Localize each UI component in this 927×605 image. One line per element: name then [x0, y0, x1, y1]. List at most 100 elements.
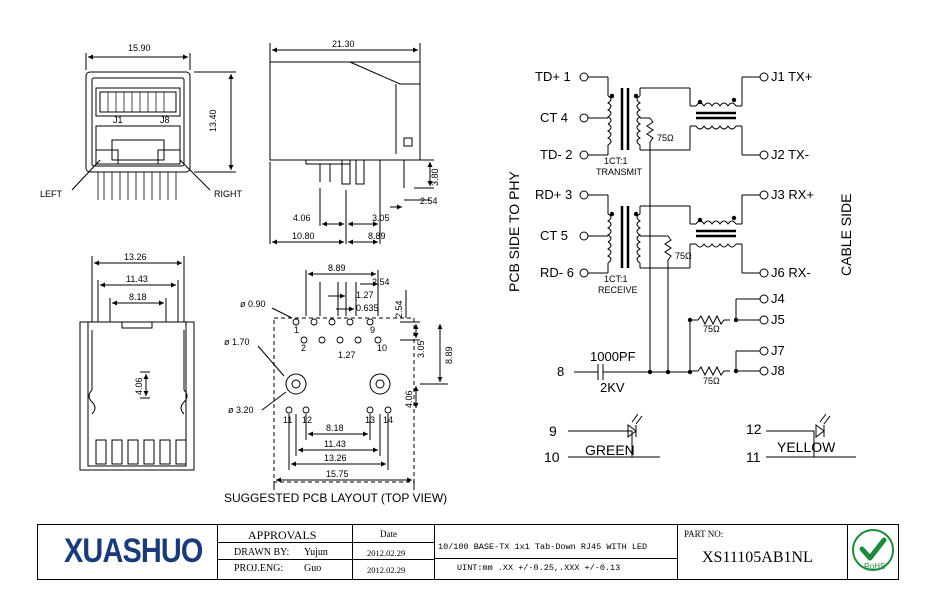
pcb-d-top-label: 8.89: [328, 263, 346, 273]
pcb-d0635-label: 0.635: [356, 303, 379, 313]
sch-td-plus: TD+ 1: [535, 69, 571, 84]
pcb-pin-10: 10: [377, 343, 387, 353]
sch-tx-name: TRANSMIT: [596, 167, 643, 177]
sch-td-minus: TD- 2: [540, 147, 573, 162]
sch-green-pin-b: 10: [544, 449, 560, 465]
date-header: Date: [380, 529, 397, 539]
proj-eng-name: Guo: [304, 563, 322, 574]
proj-date: 2012.02.29: [367, 565, 406, 575]
sch-j1: J1 TX+: [771, 69, 812, 84]
proj-eng-label: PROJ.ENG:: [234, 563, 284, 574]
sch-r1: 75Ω: [657, 133, 674, 143]
sch-rd-plus: RD+ 3: [535, 187, 572, 202]
side-view: [269, 43, 434, 245]
approvals-header: APPROVALS: [248, 528, 317, 542]
bottom-w3-label: 8.18: [129, 292, 147, 302]
tb-divider-1: [218, 542, 435, 543]
approvals-cell: APPROVALS DRAWN BY: Yujun PROJ.ENG: Guo: [218, 525, 353, 579]
sch-yellow-label: YELLOW: [777, 439, 836, 455]
title-block: XUASHUO APPROVALS DRAWN BY: Yujun PROJ.E…: [37, 524, 899, 580]
sch-green-pin-a: 9: [549, 423, 557, 439]
sch-right-axis: CABLE SIDE: [838, 194, 854, 276]
front-width-label: 15.90: [128, 43, 151, 53]
sch-left-axis: PCB SIDE TO PHY: [506, 170, 522, 292]
pcb-d127b-label: 1.27: [338, 350, 356, 360]
date-cell: Date 2012.02.29 2012.02.29: [353, 525, 435, 579]
pcb-b1575-label: 15.75: [326, 469, 349, 479]
front-led-left-label: LEFT: [40, 189, 63, 199]
rohs-label: RoHS: [864, 562, 886, 571]
sch-j3: J3 RX+: [771, 187, 814, 202]
pcb-hole-320-label: ø 3.20: [228, 405, 254, 415]
sch-r4: 75Ω: [703, 376, 720, 386]
side-length-label: 21.30: [332, 39, 355, 49]
drawn-date: 2012.02.29: [367, 548, 406, 558]
sch-j4: J4: [771, 291, 785, 306]
tb-divider-3: [435, 558, 678, 559]
front-pin-left-label: J1: [113, 115, 123, 125]
sch-r2: 75Ω: [675, 251, 692, 261]
pcb-pin-13: 13: [365, 415, 375, 425]
sch-yellow-pin-a: 12: [746, 421, 762, 437]
side-dim-1080-label: 10.80: [292, 231, 315, 241]
sch-yellow-pin-b: 11: [746, 449, 761, 465]
sch-j7: J7: [771, 343, 785, 358]
pcb-b818-label: 8.18: [326, 423, 344, 433]
sch-rd-minus: RD- 6: [540, 265, 574, 280]
schematic-dots: [609, 93, 739, 375]
rohs-icon: [852, 529, 894, 571]
tolerance-note: UINT:mm .XX +/-0.25,.XXX +/-0.13: [457, 563, 621, 573]
pcb-b1326-label: 13.26: [324, 453, 347, 463]
side-dim-406-label: 4.06: [293, 213, 311, 223]
sch-j2: J2 TX-: [771, 147, 809, 162]
pcb-b1143-label: 11.43: [324, 439, 346, 449]
pcb-d406-label: 4.06: [404, 390, 414, 408]
pcb-d254-label: 2.54: [372, 277, 390, 287]
part-description: 10/100 BASE-TX 1x1 Tab-Down RJ45 WITH LE…: [438, 542, 648, 552]
pcb-hole-090-label: ø 0.90: [240, 299, 266, 309]
pcb-layout: [257, 270, 448, 490]
bottom-view: [79, 256, 195, 471]
side-pin-height-label: 3.80: [430, 168, 440, 186]
sch-green-label: GREEN: [585, 442, 635, 458]
sch-tx-ratio: 1CT:1: [604, 156, 628, 166]
sch-ct5: CT 5: [540, 228, 568, 243]
part-number: XS11105AB1NL: [702, 549, 813, 566]
pcb-pin-14: 14: [383, 415, 393, 425]
sch-cap-value: 1000PF: [590, 349, 636, 364]
bottom-h1-label: 4.06: [134, 377, 144, 395]
part-no-label: PART NO:: [684, 529, 724, 539]
pcb-pin-12: 12: [302, 415, 312, 425]
company-logo: XUASHUO: [64, 532, 203, 570]
tb-divider-2: [218, 559, 435, 560]
side-dim-305-label: 3.05: [372, 213, 390, 223]
pcb-caption: SUGGESTED PCB LAYOUT (TOP VIEW): [224, 491, 447, 505]
bottom-w2-label: 11.43: [126, 274, 148, 284]
pcb-d889v-label: 8.89: [444, 346, 454, 364]
pcb-d305-label: 3.05: [416, 340, 426, 358]
sch-j5: J5: [771, 312, 785, 327]
side-dim-889-label: 8.89: [368, 231, 386, 241]
rohs-cell: RoHS: [848, 525, 898, 579]
side-pitch-label: 2.54: [420, 196, 438, 206]
front-pin-right-label: J8: [160, 115, 170, 125]
front-height-label: 13.40: [208, 109, 218, 132]
pcb-hole-170-label: ø 1.70: [224, 337, 250, 347]
sch-rx-name: RECEIVE: [598, 285, 638, 295]
technical-drawing: 15.90 13.40 J1 J8 LEFT RIGHT 21.30 3.80 …: [40, 39, 856, 505]
pcb-d254v-label: 2.54: [394, 300, 404, 318]
pcb-pin-2: 2: [301, 343, 306, 353]
sch-pin8: 8: [557, 364, 564, 379]
bottom-w1-label: 13.26: [124, 252, 147, 262]
sch-r3: 75Ω: [703, 324, 720, 334]
front-led-right-label: RIGHT: [214, 189, 243, 199]
pcb-pin-9: 9: [370, 325, 375, 335]
pcb-pin-1: 1: [294, 325, 299, 335]
description-cell: 10/100 BASE-TX 1x1 Tab-Down RJ45 WITH LE…: [435, 525, 678, 579]
sch-j8: J8: [771, 363, 785, 378]
front-view: [71, 53, 236, 200]
schematic: [568, 72, 856, 458]
sch-j6: J6 RX-: [771, 265, 811, 280]
part-no-cell: PART NO: XS11105AB1NL: [678, 525, 848, 579]
